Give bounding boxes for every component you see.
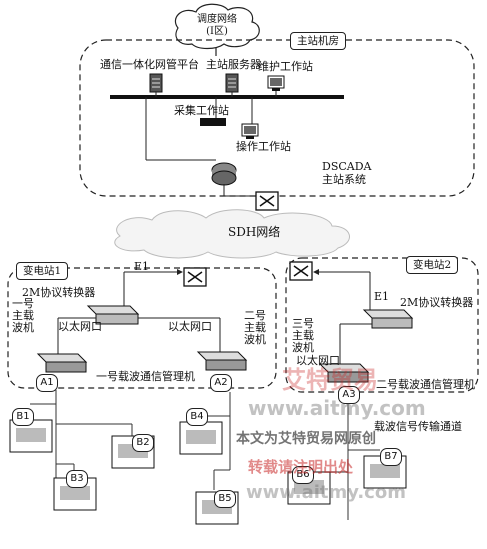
dscada-label: DSCADA 主站系统 [322, 160, 372, 186]
carrier-channel-label: 载波信号传输通道 [374, 420, 462, 433]
main-server-icon [225, 73, 239, 93]
sdh-cloud-icon [114, 209, 350, 259]
substation2-boundary [285, 257, 479, 393]
terminal-b4-icon [179, 421, 223, 455]
dispatch-cloud-label: 调度网络 (I区) [197, 14, 237, 37]
main-server-label: 主站服务器 [206, 58, 261, 71]
sub2-manager-label: 二号载波通信管理机 [376, 378, 475, 391]
watermark-original: 本文为艾特贸易网原创 [236, 431, 376, 447]
sub2-e1-label: E1 [374, 290, 390, 303]
node-a3: A3 [338, 386, 360, 404]
maintenance-ws-label: 维护工作站 [258, 60, 313, 73]
sub2-converter-icon [362, 309, 414, 329]
terminal-b7: B7 [380, 448, 402, 466]
terminal-b2: B2 [132, 434, 154, 452]
main-room-title: 主站机房 [290, 32, 346, 50]
sub1-manager-label: 一号载波通信管理机 [96, 370, 195, 383]
operation-workstation-icon [241, 123, 259, 139]
terminal-b1: B1 [12, 408, 34, 426]
sub1-ethernet-right-label: 以太网口 [168, 320, 212, 333]
sub1-converter-icon [86, 305, 140, 325]
carrier-manager3-icon [318, 363, 370, 383]
carrier-manager1-icon [36, 353, 88, 373]
terminal-b4: B4 [186, 408, 208, 426]
sub1-converter-label: 2M协议转换器 [22, 286, 96, 299]
maintenance-workstation-icon [267, 75, 285, 91]
node-a1: A1 [36, 374, 58, 392]
watermark-url2: www.aitmy.com [246, 482, 406, 503]
terminal-b5: B5 [214, 490, 236, 508]
collection-ws-label: 采集工作站 [174, 104, 229, 117]
platform-server-icon [149, 73, 163, 93]
sub1-carrier2-label: 二号 主载 波机 [244, 309, 266, 346]
terminal-b3: B3 [66, 470, 88, 488]
watermark-url1: www.aitmy.com [248, 396, 426, 420]
sub2-switch-icon [289, 261, 313, 281]
sub2-ethernet-label: 以太网口 [296, 354, 340, 367]
watermark-notice: 转载请注明出处 [248, 458, 354, 476]
sub1-switch-icon [183, 267, 207, 287]
sub1-carrier1-label: 一号 主载 波机 [12, 297, 34, 334]
sub2-converter-label: 2M协议转换器 [400, 296, 474, 309]
sdh-network-label: SDH网络 [228, 225, 281, 239]
main-room-boundary [79, 39, 475, 197]
watermark-brand: 艾特贸易 [282, 366, 378, 394]
operation-ws-label: 操作工作站 [236, 140, 291, 153]
integrated-platform-label: 通信一体化网管平台 [100, 58, 199, 71]
substation1-title: 变电站1 [16, 262, 69, 280]
sdh-switch-icon [255, 191, 279, 211]
node-a2: A2 [210, 374, 232, 392]
sub1-e1-label: E1 [134, 260, 150, 273]
collection-workstation-icon [200, 118, 226, 126]
terminal-b6: B6 [292, 466, 314, 484]
sub2-carrier3-label: 三号 主载 波机 [292, 317, 314, 354]
carrier-manager2-icon [196, 351, 248, 371]
substation2-title: 变电站2 [406, 256, 459, 274]
sub1-ethernet-left-label: 以太网口 [58, 320, 102, 333]
main-router-icon [211, 162, 237, 186]
substation1-boundary [7, 267, 277, 389]
dispatch-cloud-icon [174, 3, 260, 50]
